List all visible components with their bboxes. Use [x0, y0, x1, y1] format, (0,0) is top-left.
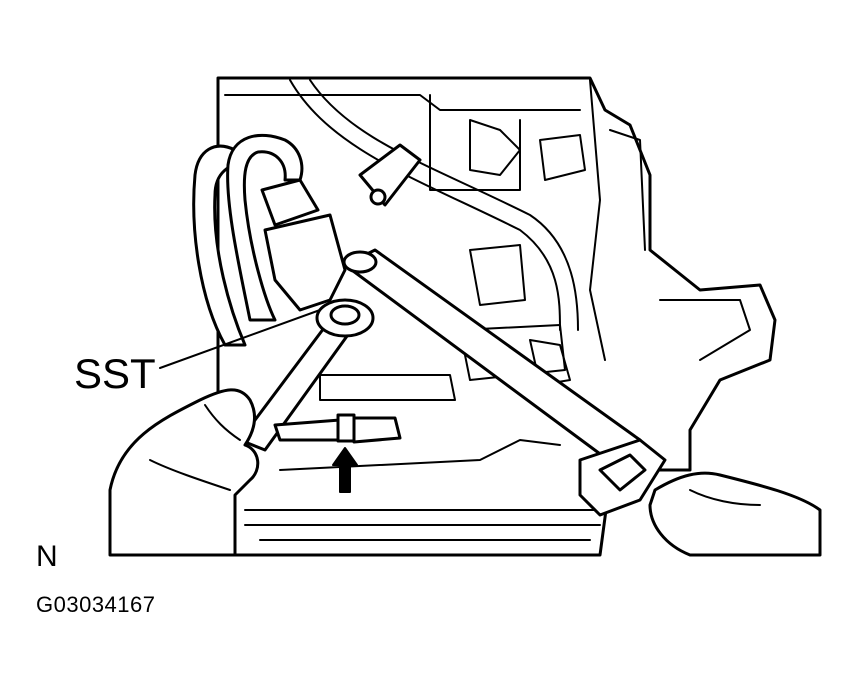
orientation-label: N: [36, 540, 58, 573]
bracket-upper: [358, 143, 422, 207]
sst-wrench: [238, 298, 375, 452]
union-fitting: [273, 413, 402, 444]
sst-leader-line: [159, 309, 321, 369]
torque-wrench: [342, 248, 667, 517]
up-arrow-icon: [332, 447, 358, 493]
figure-code: G03034167: [36, 592, 156, 617]
left-hand: [108, 388, 260, 557]
sst-label: SST: [74, 350, 156, 397]
right-hand: [648, 471, 822, 557]
oil-cooler-pipes: [192, 133, 347, 347]
